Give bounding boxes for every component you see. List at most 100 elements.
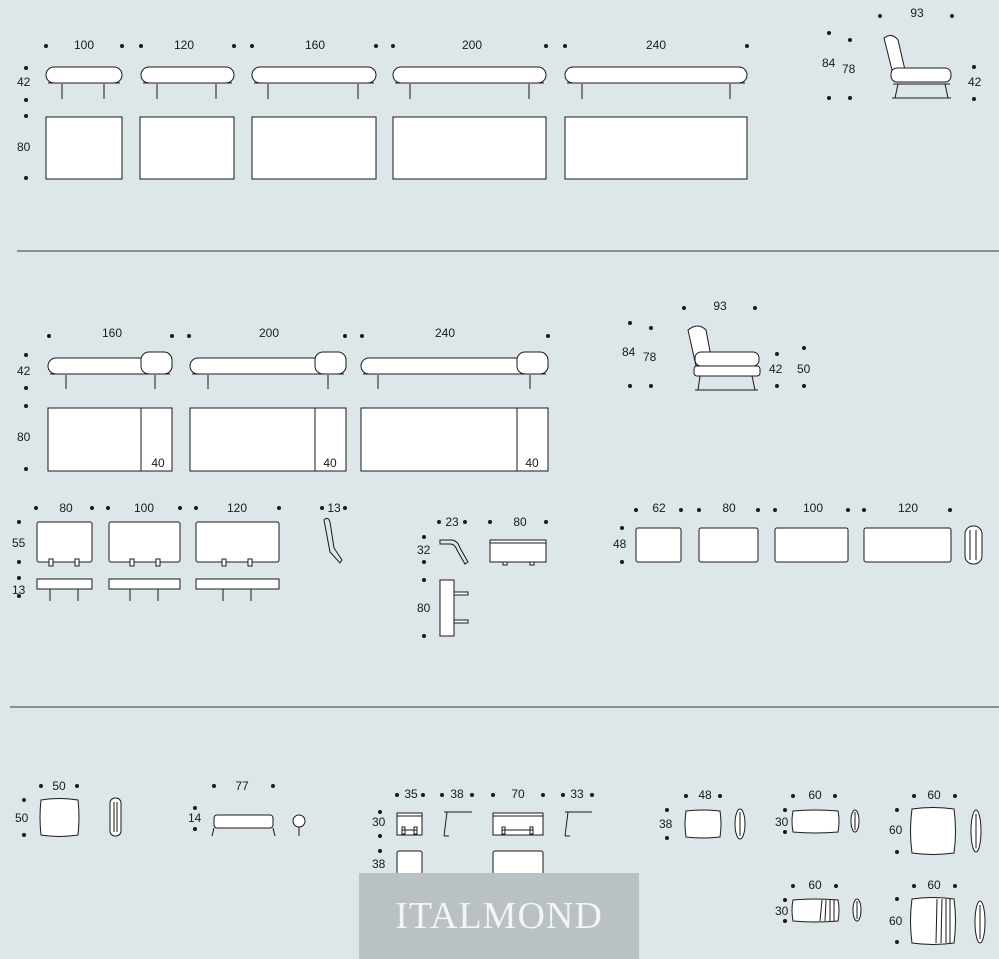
sofa-plan — [189, 407, 347, 472]
backrest-width-label: 120 — [227, 501, 247, 515]
dimension-dots — [783, 884, 838, 923]
chair-width-label: 93 — [910, 6, 924, 20]
bench-plan — [45, 116, 123, 180]
pillow-height-label: 38 — [659, 817, 673, 831]
chair-width-label: 93 — [713, 299, 727, 313]
section-backrests-armrests: 80 100 120 13 55 13 — [12, 501, 983, 638]
table-height-label: 30 — [372, 815, 386, 829]
chair-total-height-label: 84 — [622, 345, 636, 359]
armrest-length-label: 80 — [513, 515, 527, 529]
backrest-front — [36, 521, 93, 601]
backrest-width-label: 100 — [134, 501, 154, 515]
armrest-profile — [439, 539, 469, 565]
pillow-profile — [974, 900, 986, 944]
table-side-width-label: 33 — [570, 787, 584, 801]
backrest-width-label: 80 — [59, 501, 73, 515]
chair-total-height-label: 84 — [822, 56, 836, 70]
cushion-width-label: 80 — [722, 501, 736, 515]
armrest-side-length-label: 80 — [417, 601, 431, 615]
section-sofas-with-backrest: 160 200 240 42 80 — [17, 299, 811, 472]
chair-back-height-label: 78 — [842, 62, 856, 76]
sofa-plan — [47, 407, 173, 472]
back-cushion — [698, 527, 759, 563]
bench-elevation — [392, 66, 547, 99]
dimension-dots — [17, 506, 347, 598]
pillow-height-label: 30 — [775, 815, 789, 829]
cushion-width-label: 120 — [898, 501, 918, 515]
table-width-label: 35 — [404, 787, 418, 801]
module-label: 40 — [525, 456, 539, 470]
width-label: 160 — [102, 326, 122, 340]
cushion-width-label: 62 — [652, 501, 666, 515]
bench-plan — [392, 116, 547, 180]
bench-elevation — [45, 66, 123, 99]
backrest-thickness-label: 13 — [327, 501, 341, 515]
armrest-side — [439, 579, 469, 637]
back-cushion — [863, 527, 952, 563]
dimension-dots — [22, 784, 79, 837]
dimension-dots — [24, 44, 749, 180]
width-label: 160 — [305, 38, 325, 52]
lounge-chair-side-view — [827, 14, 976, 101]
table-width-label: 70 — [511, 787, 525, 801]
bench-elevation — [140, 66, 235, 99]
chair-back-height-label: 78 — [643, 350, 657, 364]
bench-plan — [251, 116, 377, 180]
pillow-width-label: 60 — [808, 878, 822, 892]
pillow-profile — [852, 898, 862, 922]
side-depth-label: 13 — [12, 583, 26, 597]
pillow-profile — [850, 809, 860, 833]
chair-arm-height-label: 50 — [797, 362, 811, 376]
rectangular-pillow — [684, 809, 722, 839]
dimension-dots — [895, 794, 957, 854]
width-label: 200 — [462, 38, 482, 52]
width-label: 100 — [74, 38, 94, 52]
lumbar-pillow — [791, 809, 840, 834]
backrest-height-label: 55 — [12, 536, 26, 550]
height-label: 42 — [17, 364, 31, 378]
striped-lumbar-pillow — [791, 898, 840, 923]
pillow-profile — [970, 809, 982, 853]
section-accessories: 50 50 77 14 35 — [15, 779, 986, 945]
depth-label: 80 — [17, 140, 31, 154]
width-label: 200 — [259, 326, 279, 340]
table-side-width-label: 38 — [450, 787, 464, 801]
back-cushion — [635, 527, 682, 563]
sofa-plan — [360, 407, 549, 472]
bench-plan — [139, 116, 235, 180]
pillow-profile — [109, 797, 122, 837]
bench-elevation — [564, 66, 748, 99]
armrest-depth-label: 23 — [445, 515, 459, 529]
back-cushion — [774, 527, 849, 563]
sofa-elevation — [189, 351, 347, 389]
bolster-width-label: 77 — [235, 779, 249, 793]
pillow-height-label: 60 — [889, 823, 903, 837]
cushion-width-label: 100 — [803, 501, 823, 515]
bolster-pillow — [211, 814, 276, 837]
backrest-front — [108, 521, 181, 601]
chair-seat-height-label: 42 — [769, 362, 783, 376]
dimension-dots — [895, 884, 957, 944]
long-table-front — [492, 812, 544, 836]
long-table-profile — [564, 811, 592, 837]
pillow-height-label: 30 — [775, 904, 789, 918]
pillow-profile — [734, 808, 746, 840]
dimension-dots — [783, 794, 837, 834]
pillow-height-label: 50 — [15, 811, 29, 825]
width-label: 120 — [174, 38, 194, 52]
pillow-width-label: 50 — [52, 779, 66, 793]
sofa-elevation — [47, 351, 173, 389]
cushion-height-label: 48 — [613, 537, 627, 551]
dimension-dots — [24, 334, 550, 471]
pillow-width-label: 60 — [927, 878, 941, 892]
bench-plan — [564, 116, 748, 180]
side-table-profile — [443, 811, 472, 837]
dimension-dots — [193, 784, 275, 831]
dimension-dots — [378, 793, 594, 880]
chair-seat-height-label: 42 — [968, 75, 982, 89]
bolster-height-label: 14 — [188, 811, 202, 825]
width-label: 240 — [435, 326, 455, 340]
armrest-height-label: 32 — [417, 543, 431, 557]
dimension-dots — [422, 520, 548, 638]
depth-label: 80 — [17, 430, 31, 444]
